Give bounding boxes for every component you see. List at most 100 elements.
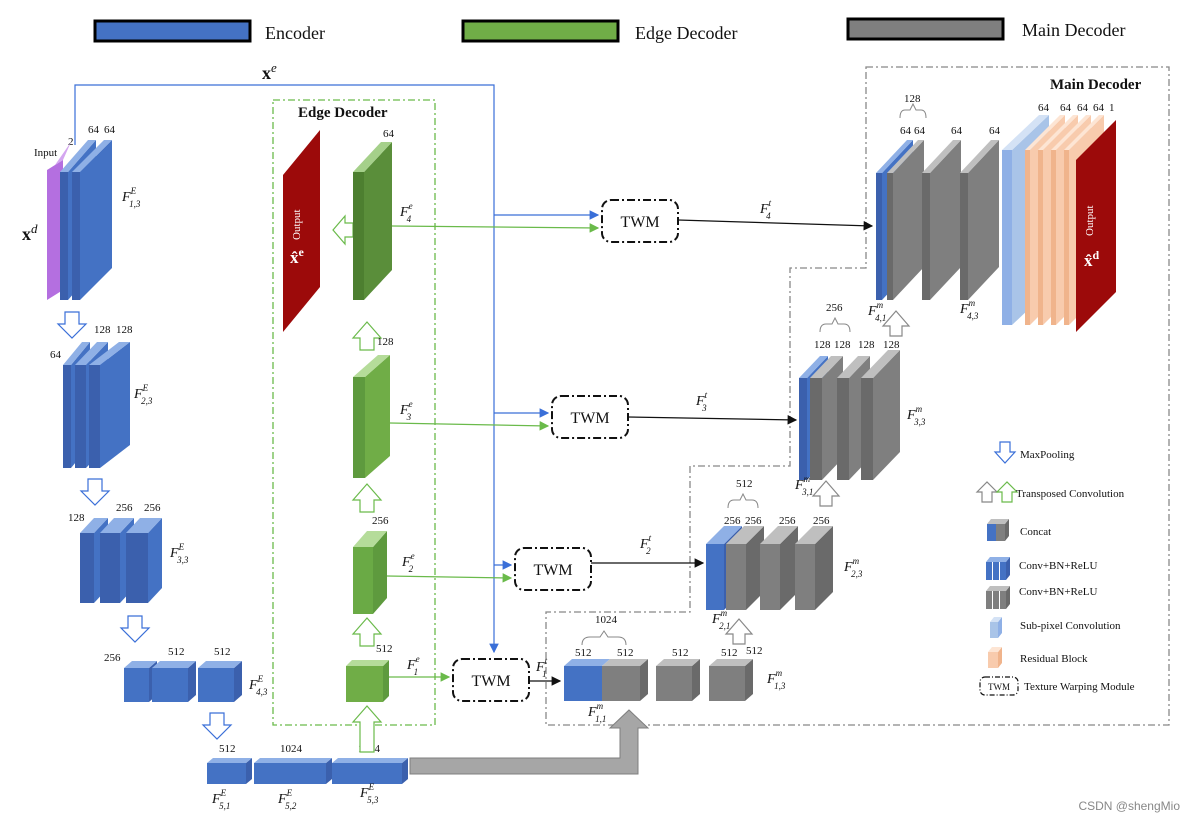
m3-ch-2: 128: [858, 339, 875, 351]
main-decoder-title: Main Decoder: [1050, 77, 1142, 93]
enc-block-4b: [152, 661, 196, 702]
conv-gray-legend-icon: [986, 586, 1010, 609]
m2-ch-1: 256: [745, 515, 762, 527]
enc-ch-2a: 64: [50, 349, 62, 361]
maxpool-legend-label: MaxPooling: [1020, 449, 1075, 461]
transposed-arrow-m3: [811, 480, 841, 507]
encoder-level2-blocks: [63, 342, 130, 468]
enc-ch-4a: 256: [104, 652, 121, 664]
m3-ch-0: 128: [814, 339, 831, 351]
enc-ch-3b: 256: [116, 502, 133, 514]
enc-ch-3c: 256: [144, 502, 161, 514]
m1-block-concat: [564, 659, 610, 701]
twm-module-1: TWM: [452, 658, 530, 702]
enc-block-4c: [198, 661, 242, 702]
m3-block-c: [861, 350, 900, 480]
concat-legend-icon: [987, 519, 1009, 541]
enc-ch-2c: 128: [116, 324, 133, 336]
m4-block-c: [960, 140, 999, 300]
twm-3-label: TWM: [570, 410, 609, 427]
m3-ch-1: 128: [834, 339, 851, 351]
transposed-arrow-e0: [351, 705, 383, 753]
twm-module-3: TWM: [551, 395, 629, 439]
edge-ch2: 256: [372, 515, 389, 527]
edge-output-label: Output: [291, 209, 303, 240]
m3-ch-3: 128: [883, 339, 900, 351]
m1-block-c: [709, 659, 753, 701]
m2-brace: [727, 492, 759, 509]
enc-ch-input: 2: [68, 136, 74, 148]
conv-blue-legend-icon: [986, 557, 1010, 580]
m2-up-ch: 512: [746, 645, 763, 657]
encoder-level3-blocks: [80, 518, 162, 603]
input-block: [47, 142, 71, 300]
enc-block-5b: [254, 758, 332, 784]
main-decoder-region: [545, 66, 1170, 726]
edge-output-block: Output x̂e: [283, 130, 320, 332]
conv-gray-legend-label: Conv+BN+ReLU: [1019, 586, 1097, 598]
transposed-arrow-e3: [351, 321, 383, 351]
enc-block-2c: [89, 342, 130, 468]
m4-tail-ch-0: 64: [1038, 102, 1050, 114]
edge-decoder-title: Edge Decoder: [298, 105, 388, 121]
enc-ch-1b: 64: [104, 124, 116, 136]
xd-label: xd: [22, 221, 38, 244]
m2-ch-0: 256: [724, 515, 741, 527]
enc-block-5a: [207, 758, 252, 784]
maxpool-arrow-4: [201, 712, 233, 740]
edge-block-4: [353, 142, 392, 300]
m4-ch-0: 64: [900, 125, 912, 137]
transposed-arrow-e1: [351, 617, 383, 647]
header-legend: Encoder Edge Decoder Main Decoder: [93, 17, 1125, 43]
main-decoder-level4: 128 64 64 64 64 Output x̂d 64 64 64 64 1…: [867, 93, 1116, 337]
enc-ch-1a: 64: [88, 124, 100, 136]
edge-block-1: [346, 660, 389, 702]
m2-block-a: [726, 526, 764, 610]
m1-block-b: [656, 659, 700, 701]
enc-ch-3a: 128: [68, 512, 85, 524]
encoder-legend-label: Encoder: [265, 23, 325, 43]
m4-ch-1: 64: [914, 125, 926, 137]
m2-ch-3: 256: [813, 515, 830, 527]
m2-block-b: [760, 526, 798, 610]
enc-ch-5b: 1024: [280, 743, 303, 755]
main-output-label: Output: [1084, 205, 1096, 236]
m1-ch-0: 512: [575, 647, 592, 659]
twm-2-label: TWM: [533, 562, 572, 579]
main-output-block: Output x̂d: [1076, 120, 1116, 332]
bottleneck-arrow: [409, 709, 650, 775]
m1-block-a: [602, 659, 648, 701]
edge-link-2: [386, 573, 513, 583]
m1-ch-3: 512: [721, 647, 738, 659]
maxpool-arrow-2: [79, 478, 111, 506]
transposed-arrow-m2: [724, 618, 754, 645]
enc-block-5c: [332, 758, 408, 784]
edge-ch4: 64: [383, 128, 395, 140]
encoder-level4-blocks: [124, 661, 242, 702]
operations-legend: MaxPooling Transposed Convolution Concat…: [975, 441, 1135, 696]
enc-ch-2b: 128: [94, 324, 111, 336]
maxpool-arrow-1: [56, 311, 88, 339]
m4-tail-ch-3: 64: [1093, 102, 1105, 114]
twm-out-3: [627, 415, 798, 425]
